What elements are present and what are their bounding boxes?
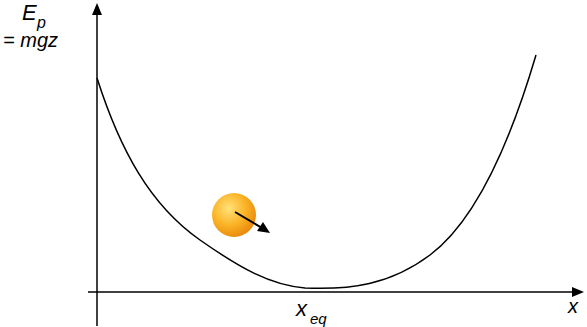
velocity-arrow — [235, 212, 262, 228]
axis-formula: = mgz — [3, 30, 58, 50]
y-axis-arrowhead — [92, 3, 102, 15]
y-axis — [96, 12, 98, 326]
equilibrium-subscript: eq — [310, 311, 327, 326]
axis-label: x — [568, 296, 578, 316]
axis-label: E — [22, 2, 37, 24]
potential-curve — [97, 55, 536, 288]
x-axis — [88, 291, 574, 293]
ball — [212, 193, 256, 237]
axis-subscript: p — [37, 15, 46, 31]
velocity-arrowhead — [257, 222, 270, 233]
equilibrium-label: x — [296, 298, 307, 320]
